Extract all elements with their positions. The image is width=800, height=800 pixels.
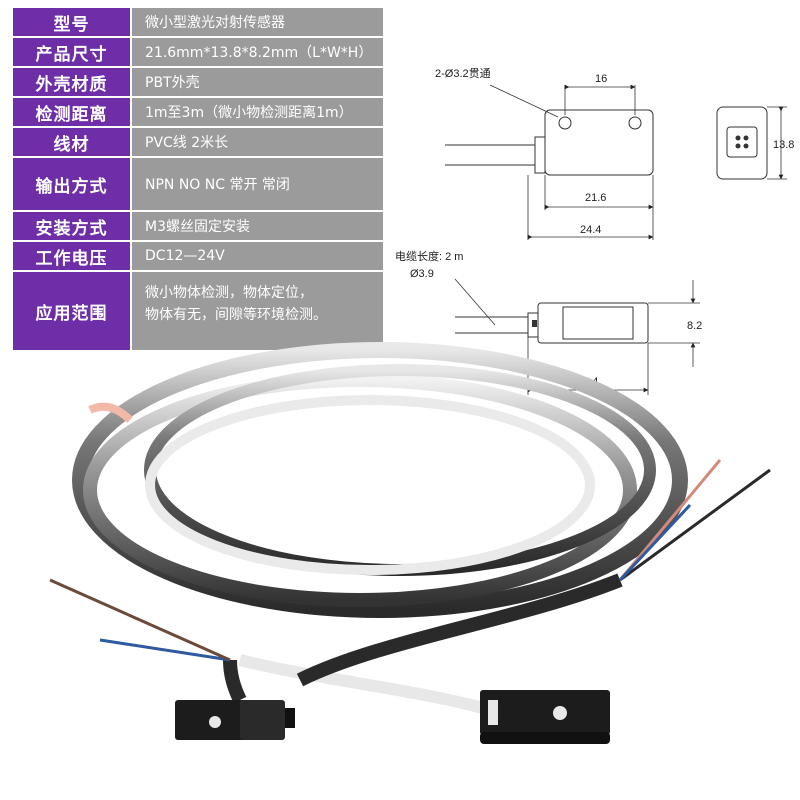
sensor-right [480, 690, 610, 744]
spec-value: NPN NO NC 常开 常闭 [132, 158, 383, 210]
spec-value: PVC线 2米长 [132, 128, 383, 156]
spec-label: 型号 [13, 8, 130, 36]
spec-value: 微小物体检测，物体定位， 物体有无，间隙等环境检测。 [132, 272, 383, 350]
spec-row-mount: 安装方式 M3螺丝固定安装 [13, 212, 383, 240]
cable-diameter-label: Ø3.9 [410, 268, 434, 280]
spec-row-cable: 线材 PVC线 2米长 [13, 128, 383, 156]
dim-16-label: 16 [595, 73, 607, 85]
spec-label: 产品尺寸 [13, 38, 130, 66]
spec-value: 1m至3m（微小物检测距离1m） [132, 98, 383, 126]
spec-label: 检测距离 [13, 98, 130, 126]
spec-label: 安装方式 [13, 212, 130, 240]
spec-row-application: 应用范围 微小物体检测，物体定位， 物体有无，间隙等环境检测。 [13, 272, 383, 350]
spec-label: 外壳材质 [13, 68, 130, 96]
spec-value: PBT外壳 [132, 68, 383, 96]
spec-row-model: 型号 微小型激光对射传感器 [13, 8, 383, 36]
dimension-drawings: 16 2-Ø3.2贯通 21.6 24.4 13.8 电缆长度: 2 m Ø3.… [395, 67, 794, 395]
spec-row-distance: 检测距离 1m至3m（微小物检测距离1m） [13, 98, 383, 126]
spec-label: 线材 [13, 128, 130, 156]
spec-row-material: 外壳材质 PBT外壳 [13, 68, 383, 96]
spec-label: 工作电压 [13, 242, 130, 270]
product-photo [49, 342, 771, 744]
spec-label: 应用范围 [13, 272, 130, 350]
spec-row-output: 输出方式 NPN NO NC 常开 常闭 [13, 158, 383, 210]
dim-8-2-label: 8.2 [687, 320, 702, 332]
front-view-drawing: 13.8 [716, 106, 794, 180]
spec-value: M3螺丝固定安装 [132, 212, 383, 240]
spec-value: 21.6mm*13.8*8.2mm（L*W*H） [132, 38, 383, 66]
top-view-drawing: 16 2-Ø3.2贯通 21.6 24.4 [435, 67, 654, 240]
spec-row-voltage: 工作电压 DC12—24V [13, 242, 383, 270]
dim-21-6-label: 21.6 [585, 192, 606, 204]
spec-label: 输出方式 [13, 158, 130, 210]
spec-value: DC12—24V [132, 242, 383, 270]
spec-table: 型号 微小型激光对射传感器 产品尺寸 21.6mm*13.8*8.2mm（L*W… [13, 8, 383, 352]
sensor-left [175, 700, 295, 740]
dim-13-8-label: 13.8 [773, 139, 794, 151]
spec-value: 微小型激光对射传感器 [132, 8, 383, 36]
spec-row-size: 产品尺寸 21.6mm*13.8*8.2mm（L*W*H） [13, 38, 383, 66]
cable-length-label: 电缆长度: 2 m [395, 249, 463, 263]
hole-label: 2-Ø3.2贯通 [435, 67, 491, 80]
dim-24-4-label: 24.4 [580, 224, 601, 236]
